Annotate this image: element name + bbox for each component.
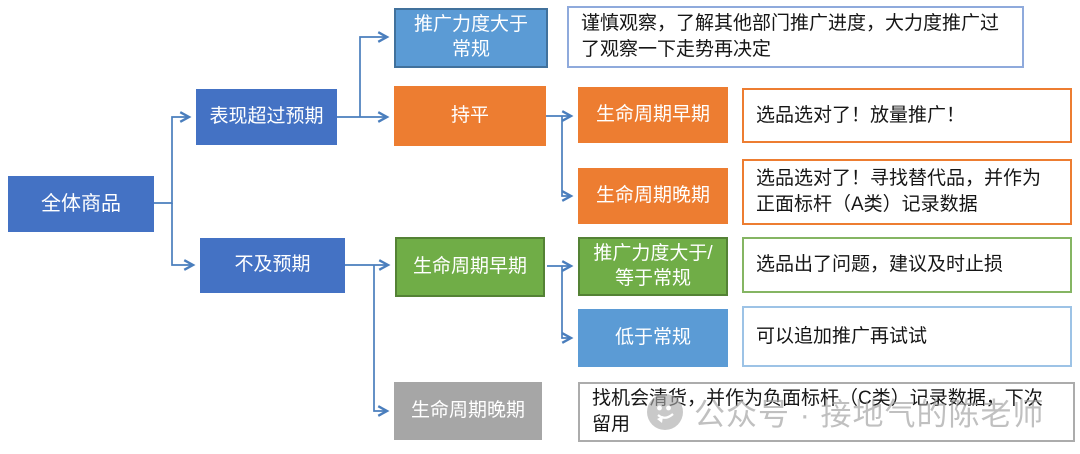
node-lifecycle-early-exceed: 生命周期早期 [578, 87, 728, 143]
note-substitute: 选品选对了！寻找替代品，并作为正面标杆（A类）记录数据 [742, 159, 1072, 225]
note-retry: 可以追加推广再试试 [742, 306, 1072, 367]
node-under-expectation: 不及预期 [200, 238, 345, 293]
node-all-products: 全体商品 [8, 176, 154, 232]
connector-root-exceed [154, 117, 189, 204]
note-scale-up: 选品选对了！放量推广！ [742, 88, 1072, 143]
connector-under-late [373, 265, 387, 411]
node-lifecycle-early-under: 生命周期早期 [395, 237, 545, 297]
node-promo-ge-normal: 推广力度大于/等于常规 [578, 237, 728, 296]
node-lifecycle-late-under: 生命周期晚期 [394, 382, 542, 440]
connector-flat-late [561, 116, 571, 196]
note-clearance: 找机会清货，并作为负面标杆（C类）记录数据，下次留用 [578, 382, 1075, 442]
note-observe: 谨慎观察，了解其他部门推广进度，大力度推广过了观察一下走势再决定 [567, 6, 1024, 68]
node-exceed-expectation: 表现超过预期 [196, 89, 337, 145]
node-lifecycle-late-exceed: 生命周期晚期 [578, 168, 728, 224]
note-stop-loss: 选品出了问题，建议及时止损 [742, 237, 1072, 293]
connector-exceed-promo-above [359, 37, 387, 117]
node-promo-above-normal: 推广力度大于常规 [394, 8, 548, 68]
connector-early-below-normal [561, 266, 571, 338]
node-below-normal: 低于常规 [578, 309, 728, 367]
connector-root-under [171, 203, 193, 265]
node-flat: 持平 [394, 86, 546, 146]
